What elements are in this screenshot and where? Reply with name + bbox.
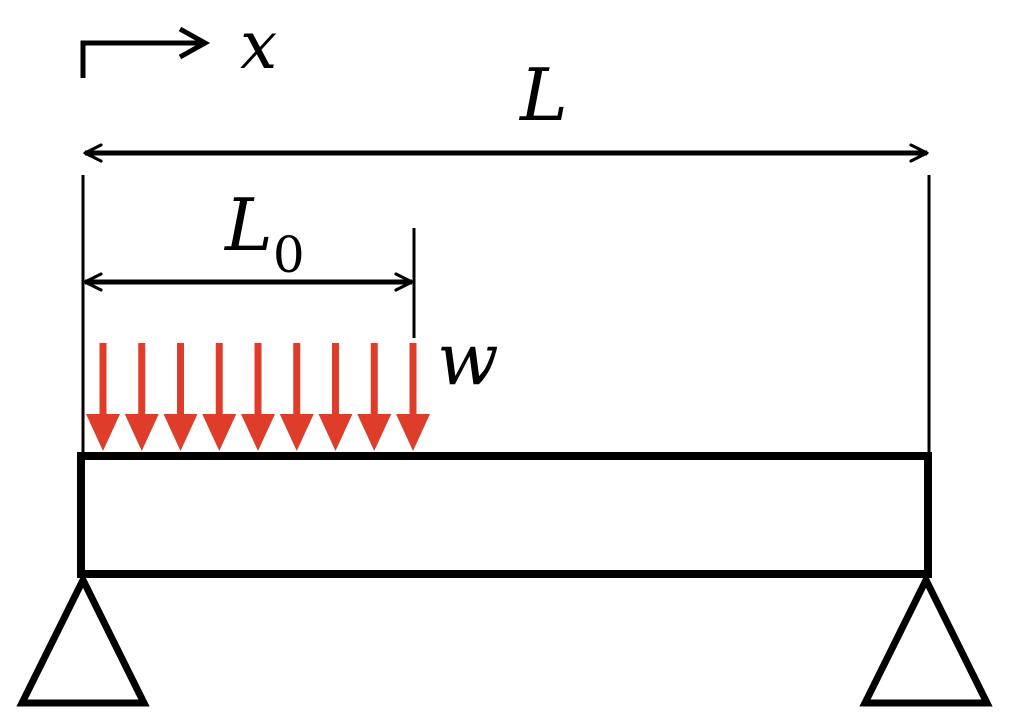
load-arrow [86, 343, 120, 451]
load-arrow-shaft [99, 343, 107, 416]
load-arrow-head [202, 414, 237, 451]
load-arrow-head [396, 414, 430, 451]
load-arrow [124, 343, 159, 451]
distributed-load [86, 343, 430, 451]
support-left [16, 572, 150, 707]
span-label-load: L0 [223, 183, 305, 284]
load-label-w: w [437, 317, 499, 401]
load-arrow-shaft [254, 343, 262, 416]
load-arrow [202, 343, 237, 451]
x-axis-indicator: x [80, 7, 277, 84]
beam [77, 452, 932, 578]
load-arrow-head [163, 414, 198, 451]
axis-direction-arrow [80, 40, 200, 78]
load-arrow-shaft [177, 343, 184, 416]
load-arrow-shaft [370, 343, 378, 416]
span-label-load-subscript: 0 [273, 226, 305, 284]
load-arrow [279, 343, 314, 451]
load-arrow-shaft [332, 343, 339, 416]
load-arrow [357, 343, 392, 451]
load-arrow [241, 343, 275, 451]
load-arrow-head [124, 414, 159, 451]
load-arrow-head [279, 414, 314, 451]
load-arrow-shaft [293, 343, 301, 416]
span-dimension-load: L0 [83, 183, 416, 338]
load-arrow-shaft [409, 343, 417, 416]
axis-label-x: x [240, 7, 277, 84]
load-arrow-shaft [215, 343, 223, 416]
load-arrow-head [318, 414, 353, 451]
span-dimension-total: L [81, 53, 931, 455]
axis-arrowhead [178, 26, 211, 60]
span-label-total: L [518, 53, 568, 137]
load-arrow [318, 343, 353, 451]
load-arrow-head [357, 414, 392, 451]
load-arrow [163, 343, 198, 451]
load-arrow-head [86, 414, 120, 451]
load-arrow-shaft [138, 343, 146, 416]
span-label-load-main: L [223, 183, 273, 267]
load-arrow [396, 343, 430, 451]
load-arrow-head [241, 414, 275, 451]
support-right [859, 572, 993, 707]
